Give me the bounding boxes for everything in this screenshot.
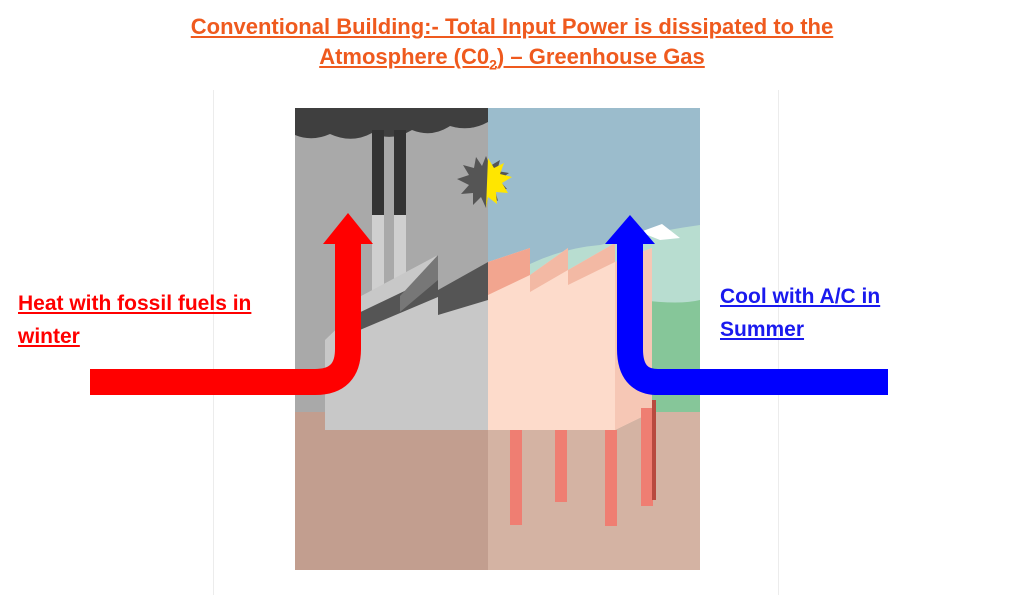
pillar-4 bbox=[641, 408, 653, 506]
cool-label-line-1: Cool with A/C in bbox=[720, 285, 881, 308]
title-line-1: Conventional Building:- Total Input Powe… bbox=[190, 14, 834, 39]
pillar-1 bbox=[510, 430, 522, 525]
pillar-2 bbox=[555, 430, 567, 502]
guide-line-left bbox=[213, 90, 214, 595]
guide-line-right bbox=[778, 90, 779, 595]
ground-left bbox=[295, 412, 488, 570]
title-line-2-suffix: ) – Greenhouse Gas bbox=[496, 44, 705, 69]
cool-label-line-2: Summer bbox=[720, 318, 805, 341]
cool-arrow-icon bbox=[605, 215, 888, 395]
scene-panel bbox=[295, 108, 700, 570]
title-line-2: Atmosphere (C02) – Greenhouse Gas bbox=[0, 42, 1024, 79]
ground-right bbox=[488, 412, 700, 570]
sun-icon bbox=[457, 156, 512, 208]
heat-label: Heat with fossil fuels in winter bbox=[18, 287, 251, 353]
heat-label-line-2: winter bbox=[18, 325, 80, 348]
factory-icon bbox=[325, 243, 656, 526]
cool-label: Cool with A/C in Summer bbox=[720, 280, 880, 346]
heat-arrow-icon bbox=[90, 213, 373, 395]
pillar-3 bbox=[605, 430, 617, 526]
title-line-2-prefix: Atmosphere (C0 bbox=[319, 44, 490, 69]
chimney-left-lower bbox=[372, 215, 384, 305]
diagram-title: Conventional Building:- Total Input Powe… bbox=[0, 12, 1024, 79]
heat-label-line-1: Heat with fossil fuels in bbox=[18, 292, 252, 315]
snow-cap bbox=[640, 224, 680, 240]
smoke-cloud-icon bbox=[295, 108, 488, 139]
title-subscript: 2 bbox=[489, 56, 497, 73]
